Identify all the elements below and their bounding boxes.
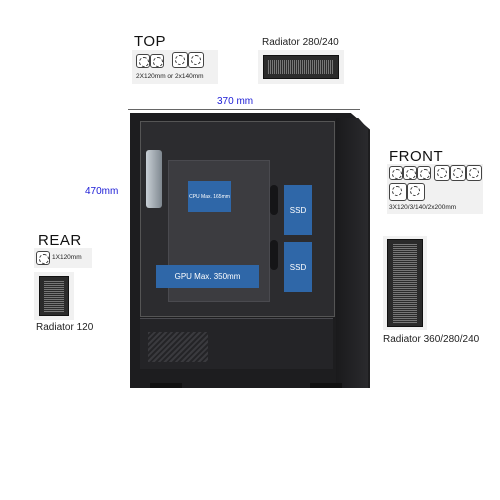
- case-foot: [310, 383, 342, 388]
- height-dimension: 470mm: [85, 186, 119, 197]
- rear-fan-card: 1X120mm: [34, 248, 92, 268]
- fan-icon: [434, 165, 450, 181]
- width-dimension: 370 mm: [217, 96, 254, 107]
- cable-grommet: [270, 240, 278, 270]
- fan-icon: [389, 183, 407, 201]
- ssd-slot-2: SSD: [284, 242, 312, 292]
- front-title: FRONT: [389, 148, 444, 165]
- front-panel: [336, 118, 368, 388]
- fan-icon: [450, 165, 466, 181]
- fan-icon: [150, 54, 164, 68]
- cpu-clearance-box: CPU Max. 165mm: [188, 181, 231, 212]
- fan-icon: [407, 183, 425, 201]
- gpu-clearance-box: GPU Max. 350mm: [156, 265, 259, 288]
- top-title: TOP: [134, 33, 167, 50]
- front-spec: 3X120/3/140/2x200mm: [389, 204, 457, 211]
- top-fans-card: 2X120mm or 2x140mm: [132, 50, 218, 84]
- ssd-label-1: SSD: [289, 205, 307, 215]
- fan-icon: [172, 52, 188, 68]
- ssd-label-2: SSD: [289, 262, 307, 272]
- fan-icon: [36, 251, 50, 265]
- radiator-front-label: Radiator 360/280/240: [383, 334, 480, 345]
- radiator-top-icon: [263, 55, 339, 79]
- fan-icon: [389, 166, 403, 180]
- fan-icon: [466, 165, 482, 181]
- top-spec: 2X120mm or 2x140mm: [136, 73, 204, 80]
- fan-icon: [136, 54, 150, 68]
- psu-vent: [148, 332, 208, 362]
- fan-icon: [403, 166, 417, 180]
- front-fans-card: 3X120/3/140/2x200mm: [387, 164, 483, 214]
- ssd-slot-1: SSD: [284, 185, 312, 235]
- case-foot: [150, 383, 182, 388]
- radiator-front-icon: [387, 239, 423, 327]
- width-dimension-line: [128, 109, 360, 110]
- cable-grommet: [270, 185, 278, 215]
- radiator-rear-icon: [39, 276, 69, 316]
- rear-fan-glow: [146, 150, 162, 208]
- radiator-front-card: [383, 236, 427, 330]
- radiator-top-label: Radiator 280/240: [262, 37, 339, 48]
- radiator-rear-label: Radiator 120: [36, 322, 94, 333]
- rear-spec: 1X120mm: [52, 254, 82, 261]
- gpu-clearance-label: GPU Max. 350mm: [174, 272, 241, 281]
- radiator-top-card: [258, 50, 344, 84]
- cpu-clearance-label: CPU Max. 165mm: [189, 193, 230, 200]
- fan-icon: [417, 166, 431, 180]
- radiator-rear-card: [34, 272, 74, 320]
- rear-title: REAR: [38, 232, 82, 249]
- fan-icon: [188, 52, 204, 68]
